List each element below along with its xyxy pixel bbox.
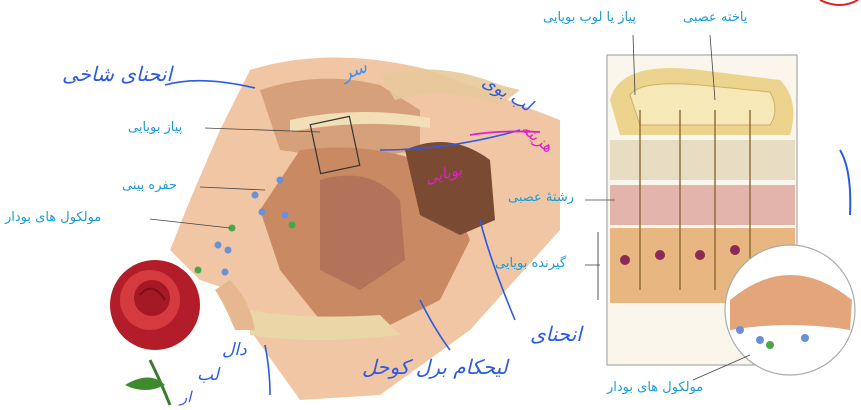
epithelium-panel — [598, 55, 855, 375]
label-odor-molecules-left: مولکول های بودار — [5, 210, 101, 225]
handwriting-bottom-left1: دال — [222, 340, 247, 360]
label-bulb: پیاز بویایی — [128, 120, 182, 135]
handwriting-upper-duct: انحنای شاخی — [62, 62, 172, 86]
rose-image — [110, 260, 200, 405]
handwriting-bottom-left2: لب — [197, 365, 219, 385]
handwriting-bottom-left3: ار — [180, 388, 191, 406]
handwriting-bottom1: انحنای — [530, 322, 582, 346]
label-nerve-fiber: رشتهٔ عصبی — [508, 190, 574, 205]
label-olfactory-cell: یاخته عصبی — [683, 10, 747, 25]
label-nasal-cavity: حفره بینی — [122, 178, 177, 193]
label-receptor: گیرنده بویایی — [495, 256, 566, 271]
label-odor-molecules-bottom: مولکول های بودار — [607, 380, 703, 395]
label-olfactory-bulb: پیاز یا لوب بویایی — [543, 10, 636, 25]
handwriting-bottom2: لیحکام برل کوحل — [362, 355, 508, 379]
